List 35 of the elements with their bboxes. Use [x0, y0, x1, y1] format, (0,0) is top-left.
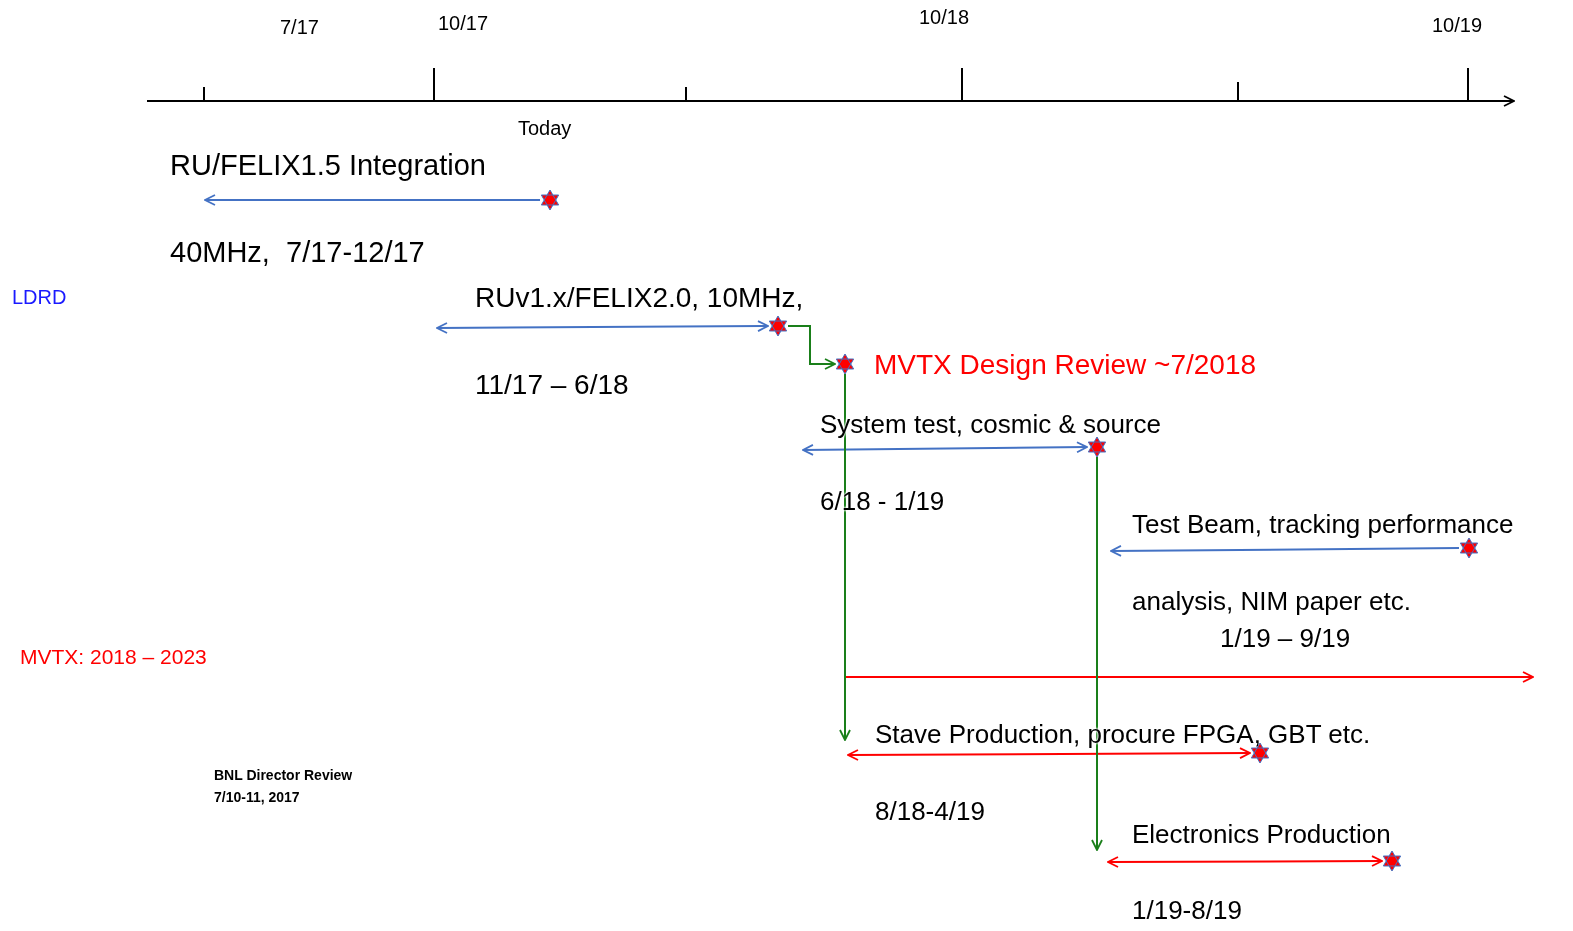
- task-title: RU/FELIX1.5 Integration: [170, 150, 486, 182]
- review-note: BNL Director Review: [214, 768, 353, 784]
- tick-label: 10/17: [438, 12, 489, 34]
- task-period: 1/19-8/19: [1132, 896, 1242, 925]
- arrow: [847, 747, 1251, 761]
- arrow: [436, 320, 769, 334]
- tick-label: 10/18: [919, 6, 970, 28]
- task-period: 1/19 – 9/19: [1220, 624, 1351, 653]
- task-period: 40MHz, 7/17-12/17: [170, 237, 425, 269]
- arrow: [1107, 855, 1383, 868]
- arrow: [802, 441, 1088, 456]
- program-label: MVTX: 2018 – 2023: [20, 645, 207, 669]
- arrow: [839, 373, 851, 741]
- program-label: LDRD: [12, 286, 67, 308]
- task-title: Electronics Production: [1132, 820, 1391, 849]
- arrow: [204, 194, 541, 206]
- arrow: [1091, 456, 1103, 851]
- review-date: 7/10-11, 2017: [214, 790, 300, 806]
- star-marker: [768, 316, 788, 336]
- task-note: analysis, NIM paper etc.: [1132, 587, 1411, 616]
- today-label: Today: [518, 117, 572, 139]
- task-title: Test Beam, tracking performance: [1132, 510, 1514, 539]
- task-period: 11/17 – 6/18: [475, 370, 629, 401]
- star-marker: [540, 190, 560, 210]
- task-title: RUv1.x/FELIX2.0, 10MHz,: [475, 283, 804, 314]
- milestone-label: MVTX Design Review ~7/2018: [874, 350, 1257, 381]
- arrow: [1110, 545, 1460, 557]
- star-marker: [1459, 538, 1479, 558]
- star-marker: [1087, 437, 1107, 457]
- arrow: [787, 325, 836, 370]
- star-marker: [1382, 851, 1402, 871]
- tick-label: 7/17: [280, 16, 319, 38]
- tick-label: 10/19: [1432, 14, 1483, 36]
- task-period: 8/18-4/19: [875, 797, 985, 826]
- star-marker: [835, 354, 855, 374]
